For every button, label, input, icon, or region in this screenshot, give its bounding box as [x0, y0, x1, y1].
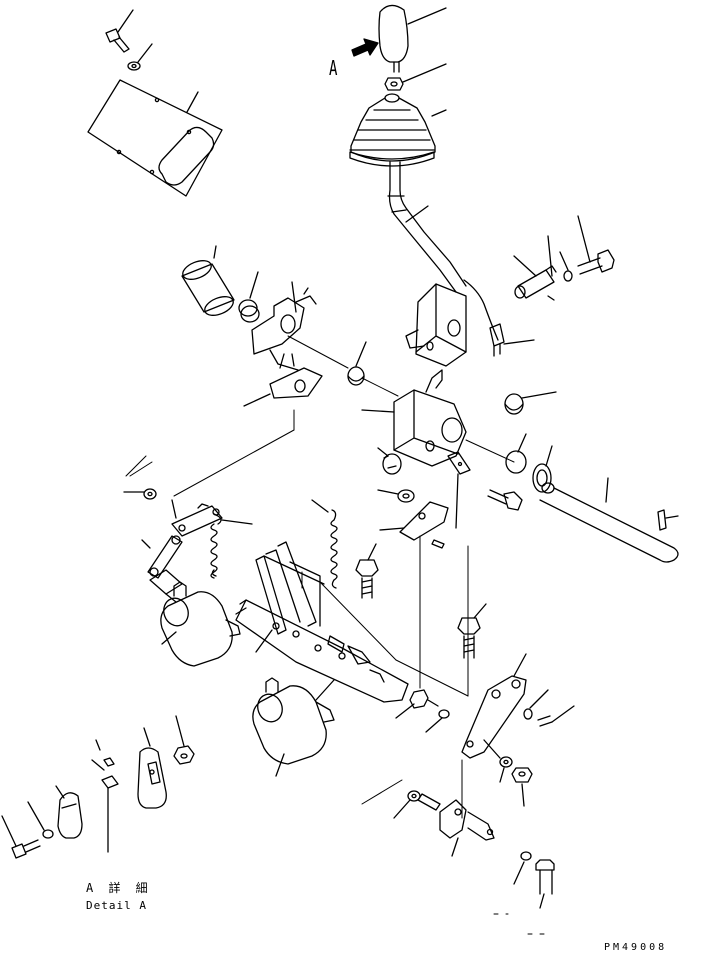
collar — [505, 450, 527, 474]
link — [269, 353, 323, 399]
pin — [514, 265, 557, 301]
spring — [210, 513, 222, 579]
collar — [504, 393, 524, 415]
washer — [520, 851, 532, 861]
lever-link — [461, 675, 527, 759]
cover-plate — [87, 79, 223, 197]
bolt — [355, 559, 379, 599]
clevis — [149, 569, 183, 603]
shaft — [539, 482, 679, 563]
washer — [563, 270, 573, 282]
switch — [463, 279, 505, 357]
view-a-label: A — [329, 56, 338, 80]
washer — [42, 829, 54, 839]
collar — [347, 366, 365, 386]
detail-caption-english: Detail A — [86, 899, 147, 912]
clip — [137, 747, 167, 809]
drawing-code: PM49008 — [604, 942, 668, 953]
nut — [511, 767, 533, 783]
clip — [57, 792, 83, 839]
collar — [238, 299, 260, 323]
lever-link — [251, 287, 317, 371]
screw — [105, 28, 130, 53]
link — [417, 793, 495, 841]
lever — [387, 161, 467, 293]
spring-pin — [657, 509, 667, 531]
actuator — [160, 581, 241, 667]
clip — [447, 451, 471, 475]
view-a-arrow — [351, 38, 379, 57]
nut — [409, 689, 439, 709]
spring — [330, 509, 338, 589]
bolt — [577, 249, 615, 275]
washer — [143, 488, 157, 500]
nut — [173, 745, 195, 765]
housing — [393, 369, 467, 467]
bracket — [405, 283, 467, 367]
switch — [95, 739, 119, 853]
link — [171, 503, 223, 537]
bracket — [255, 541, 325, 635]
washer — [523, 708, 533, 720]
bolt — [487, 489, 523, 511]
mount-plate — [235, 599, 409, 703]
washer — [397, 489, 415, 503]
nut — [384, 77, 404, 91]
bushing — [181, 260, 235, 316]
spring-pin — [431, 539, 445, 549]
knob — [378, 4, 409, 73]
bolt — [457, 617, 481, 659]
boot — [349, 93, 436, 167]
actuator — [252, 677, 335, 765]
pin — [537, 715, 553, 727]
collar — [382, 453, 402, 475]
lever-link — [399, 501, 449, 541]
link — [147, 535, 183, 579]
washer — [499, 756, 513, 768]
screw — [11, 839, 41, 859]
detail-caption-japanese: A 詳 細 — [86, 881, 152, 895]
washer — [127, 61, 141, 71]
washer — [438, 709, 450, 719]
bolt — [535, 859, 555, 895]
